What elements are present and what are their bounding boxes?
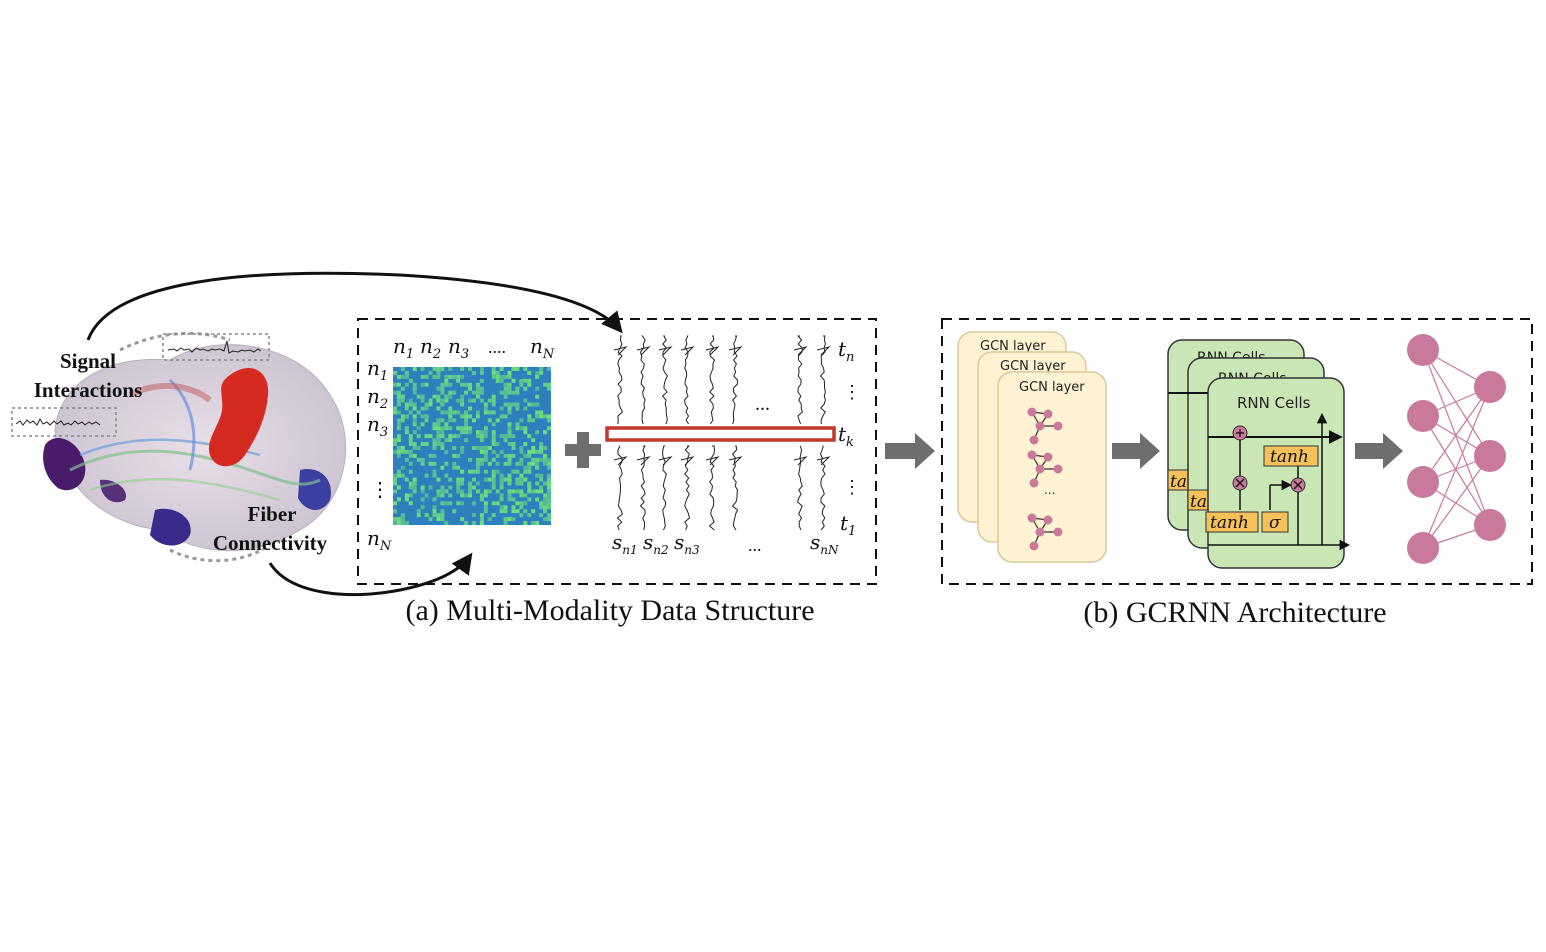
row-label: n [367, 526, 380, 550]
panel-a-caption: (a) Multi-Modality Data Structure [405, 594, 814, 627]
svg-text:sn3: sn3 [674, 530, 700, 557]
partial-gate-2: ta [1190, 492, 1207, 512]
svg-text:n1: n1 [393, 334, 414, 362]
connectivity-matrix [393, 367, 551, 525]
signal-sub: n2 [653, 543, 668, 557]
col-ellipsis: .... [488, 337, 506, 357]
signal-label-line2: Interactions [34, 378, 143, 402]
plus-icon [565, 432, 601, 468]
gate-sigma-label: σ [1269, 513, 1281, 533]
time-slice-highlight [605, 426, 836, 442]
signal-label: s [674, 530, 684, 554]
svg-text:n2: n2 [367, 384, 388, 412]
row-sub: 3 [380, 425, 388, 440]
time-sub: n [846, 350, 854, 365]
svg-text:n3: n3 [448, 334, 469, 362]
col-sub: N [542, 347, 555, 362]
block-arrow-a-to-b [885, 433, 935, 469]
row-label: n [367, 384, 380, 408]
svg-text:tk: tk [838, 422, 854, 450]
panel-a-frame [357, 318, 877, 585]
time-label: t [838, 337, 847, 361]
fully-connected-network [1407, 334, 1506, 564]
signal-label-line1: Signal [60, 349, 116, 373]
svg-text:snN: snN [810, 530, 839, 557]
fiber-arrow [268, 552, 473, 597]
gcn-card-3 [997, 371, 1107, 563]
time-sub: 1 [848, 524, 856, 539]
matrix-column-labels: n1 n2 n3 .... nN [393, 334, 555, 362]
partial-gate-1: ta [1170, 472, 1187, 492]
signal-sub: n1 [622, 543, 637, 557]
gcn-label-1: GCN layer [980, 339, 1046, 354]
gate-tanh-bottom [1205, 511, 1259, 533]
signal-trace-box-left [11, 407, 117, 437]
svg-text:n3: n3 [367, 412, 388, 440]
gate-tanh-bottom-label: tanh [1210, 513, 1249, 533]
fiber-label-line2: Connectivity [213, 531, 328, 555]
matrix-row-labels: n1 n2 n3 ⋮ nN [367, 356, 392, 554]
signal-label: s [612, 530, 622, 554]
row-sub: 2 [379, 397, 388, 412]
gate-tanh-top-label: tanh [1270, 447, 1309, 467]
rnn-cell-stack: RNN Cells ta RNN Cells ta RNN Cells tanh… [1167, 339, 1351, 569]
row-sub: N [379, 539, 392, 554]
svg-text:nN: nN [530, 334, 555, 362]
svg-text:n1: n1 [367, 356, 388, 384]
col-label: n [393, 334, 406, 358]
panel-b-caption: (b) GCRNN Architecture [1083, 596, 1386, 629]
gate-tanh-top [1263, 445, 1319, 467]
time-labels: tn ⋮ tk ⋮ t1 [838, 337, 861, 539]
brain-illustration [43, 332, 347, 563]
col-sub: 3 [461, 347, 469, 362]
row-label: n [367, 356, 380, 380]
col-label: n [420, 334, 433, 358]
svg-text:n2: n2 [420, 334, 441, 362]
gcn-label-3: GCN layer [1019, 380, 1085, 395]
gcn-ellipsis: ... [1044, 483, 1055, 497]
signal-labels: sn1 sn2 sn3 snN [612, 530, 839, 557]
svg-text:nN: nN [367, 526, 392, 554]
panel-b-frame [941, 318, 1533, 585]
time-label: t [838, 422, 847, 446]
gcn-layer-stack: GCN layer GCN layer GCN layer ... [957, 331, 1107, 563]
time-series-signals [613, 335, 831, 531]
block-arrow-rnn-to-fc [1355, 433, 1403, 469]
signal-trace-box-top [162, 333, 270, 361]
svg-text:sn2: sn2 [643, 530, 669, 557]
signal-sub: nN [820, 543, 839, 557]
fiber-label-line1: Fiber [248, 502, 297, 526]
col-label: n [448, 334, 461, 358]
time-ellipsis: ⋮ [843, 477, 861, 497]
signal-label: s [643, 530, 653, 554]
svg-text:sn1: sn1 [612, 530, 638, 557]
row-ellipsis: ⋮ [370, 479, 390, 501]
time-ellipsis: ⋮ [843, 382, 861, 402]
block-arrow-gcn-to-rnn [1112, 433, 1160, 469]
col-label: n [530, 334, 543, 358]
signals-ellipsis: ... [755, 393, 770, 415]
signal-sub: n3 [684, 543, 700, 557]
signal-label: s [810, 530, 820, 554]
svg-text:t1: t1 [840, 511, 856, 539]
gate-sigma [1261, 511, 1289, 533]
svg-text:tn: tn [838, 337, 854, 365]
signals-bottom-ellipsis: ... [748, 535, 762, 555]
row-sub: 1 [380, 369, 388, 384]
rnn-label-3: RNN Cells [1237, 394, 1311, 412]
col-sub: 1 [406, 347, 414, 362]
col-sub: 2 [432, 347, 441, 362]
row-label: n [367, 412, 380, 436]
time-sub: k [846, 435, 854, 450]
signal-arrow [86, 271, 623, 341]
gcn-label-2: GCN layer [1000, 359, 1066, 374]
time-label: t [840, 511, 849, 535]
